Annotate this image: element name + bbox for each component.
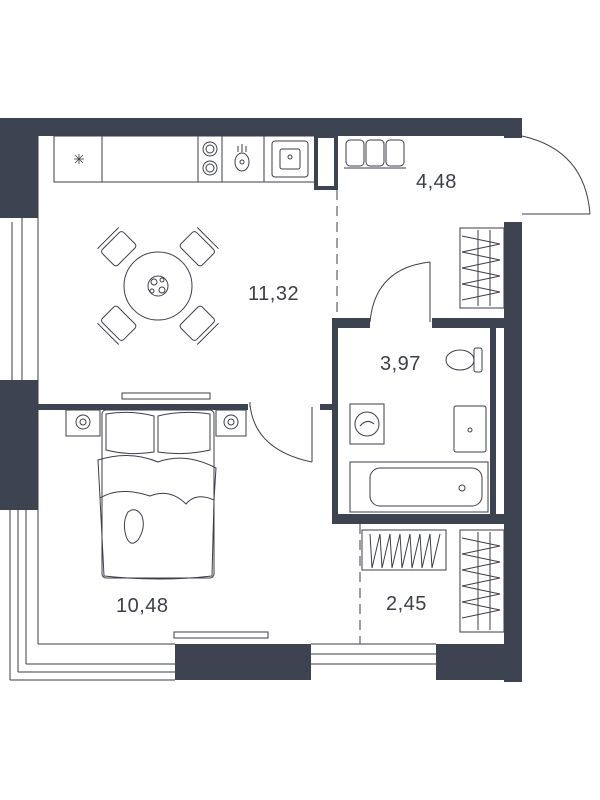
- windows: [9, 136, 436, 681]
- wardrobe-icon: [459, 227, 505, 309]
- room-area-hall: 4,48: [416, 171, 457, 193]
- door-icon: [249, 402, 313, 463]
- chair-icon: [97, 227, 219, 345]
- nightstand-icon: [65, 409, 247, 437]
- tv-icon: [121, 392, 269, 639]
- room-area-wardrobe: 2,45: [386, 593, 427, 615]
- kitchen-counter: [53, 135, 317, 183]
- room-area-bedroom: 10,48: [116, 595, 169, 617]
- wardrobe-icon: [459, 529, 505, 633]
- door-icon: [521, 135, 591, 215]
- washbasin-icon: [453, 405, 487, 453]
- toilet-icon: [445, 347, 483, 373]
- stove-icon: [202, 141, 218, 176]
- sink-icon: [74, 154, 84, 164]
- bathtub-icon: [349, 461, 489, 513]
- room-area-bathroom: 3,97: [380, 353, 421, 375]
- kitchen-sink-icon: [271, 140, 309, 178]
- door-icon: [369, 261, 431, 323]
- double-bed-icon: [97, 409, 217, 580]
- kitchen-sink-icon: [234, 144, 250, 172]
- shoe-rack-icon: [344, 139, 406, 169]
- dining-table-icon: [123, 251, 193, 321]
- walls: [0, 118, 522, 682]
- washing-machine-icon: [349, 403, 385, 445]
- room-area-kitchen-living: 11,32: [248, 283, 300, 305]
- wardrobe-icon: [361, 529, 447, 571]
